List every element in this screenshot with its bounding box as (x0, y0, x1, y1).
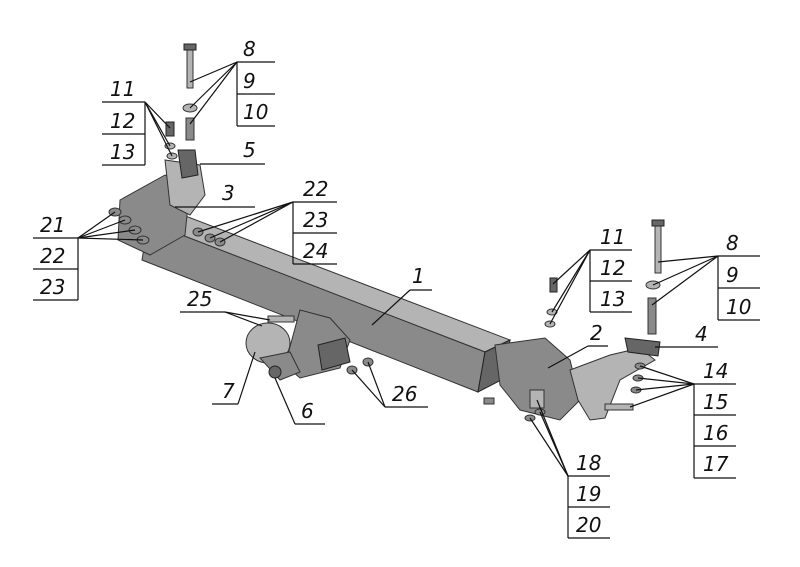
callout-group-22-23-24: 22 23 24 (197, 177, 337, 265)
callout-11: 11 (110, 77, 135, 101)
callout-18: 18 (576, 451, 601, 475)
callout-14: 14 (703, 359, 728, 383)
callout-group-21-22-23: 21 22 23 (33, 211, 144, 301)
callout-12: 12 (110, 109, 135, 133)
callout-23: 23 (303, 208, 328, 232)
callout-12-right: 12 (600, 256, 625, 280)
callout-1: 1 (412, 264, 425, 288)
callout-group-5: 5 (200, 138, 265, 165)
callout-4: 4 (695, 322, 708, 346)
callout-9: 9 (243, 69, 256, 93)
callout-group-6: 6 (274, 377, 325, 425)
callout-group-8-9-10-right: 8 9 10 (651, 231, 760, 321)
callout-24: 24 (303, 239, 328, 263)
callout-13: 13 (110, 140, 135, 164)
callout-11-right: 11 (600, 225, 625, 249)
callout-23-left: 23 (40, 275, 65, 299)
callout-16: 16 (703, 421, 728, 445)
callout-group-11-12-13-left: 11 12 13 (102, 77, 173, 166)
left-side-bracket (117, 149, 206, 256)
callout-group-7: 7 (212, 351, 256, 405)
callout-20: 20 (576, 513, 601, 537)
callout-15: 15 (703, 390, 728, 414)
callout-group-26: 26 (351, 361, 428, 408)
callout-group-18-20: 18 19 20 (529, 399, 610, 539)
callout-9-right: 9 (726, 263, 739, 287)
callout-22: 22 (303, 177, 328, 201)
callout-8: 8 (243, 37, 256, 61)
right-side-bracket (494, 337, 661, 421)
callout-22-left: 22 (40, 244, 65, 268)
callout-25: 25 (187, 287, 212, 311)
tow-ball-mount (284, 309, 351, 379)
callout-2: 2 (590, 321, 603, 345)
callout-17: 17 (703, 452, 729, 476)
callout-6: 6 (301, 399, 314, 423)
callout-group-1: 1 (371, 264, 432, 326)
callout-group-14-17: 14 15 16 17 (629, 359, 736, 479)
callout-group-8-9-10-top: 8 9 10 (189, 37, 275, 127)
callout-21: 21 (40, 213, 65, 237)
callout-19: 19 (576, 482, 601, 506)
callout-group-3: 3 (175, 181, 255, 208)
tow-ball (245, 322, 301, 381)
callout-group-25: 25 (180, 287, 271, 327)
callout-group-4: 4 (655, 322, 718, 348)
callout-7: 7 (222, 379, 235, 403)
callout-10: 10 (243, 100, 268, 124)
callout-5: 5 (243, 138, 256, 162)
callout-3: 3 (222, 181, 235, 205)
callout-26: 26 (392, 382, 417, 406)
callout-13-right: 13 (600, 287, 625, 311)
callout-8-right: 8 (726, 231, 739, 255)
bolts-and-fasteners (108, 43, 665, 422)
callout-10-right: 10 (726, 295, 751, 319)
callout-group-2: 2 (547, 321, 608, 369)
callout-group-11-12-13-right: 11 12 13 (549, 225, 632, 325)
